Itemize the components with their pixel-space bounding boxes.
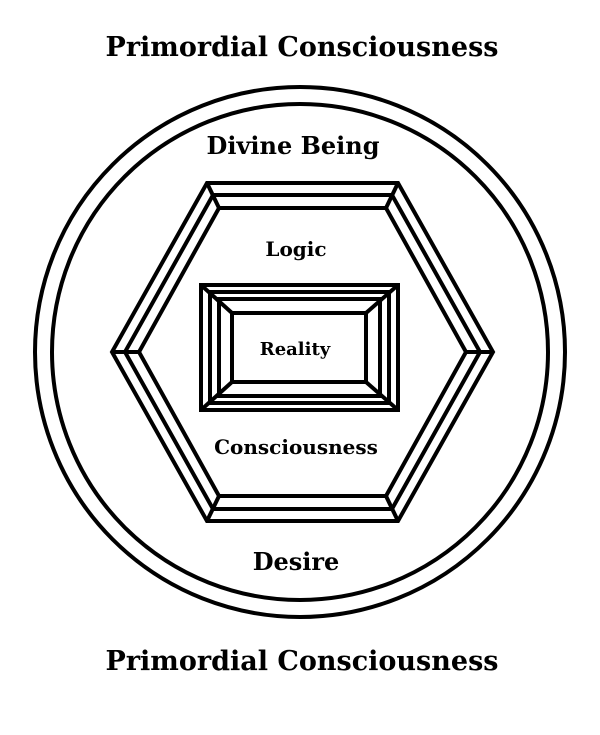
hexagon-label-top: Logic bbox=[265, 237, 326, 261]
circle-label-bottom: Desire bbox=[253, 547, 340, 576]
circle-label-top: Divine Being bbox=[207, 131, 380, 160]
rectangle-inner bbox=[230, 311, 368, 384]
rectangle-label: Reality bbox=[260, 339, 331, 360]
rectangle-ring-2 bbox=[208, 290, 391, 405]
outer-circle bbox=[33, 85, 567, 619]
title-bottom: Primordial Consciousness bbox=[106, 646, 499, 677]
rectangle-bevel bbox=[199, 380, 234, 412]
hexagon-bevel bbox=[384, 182, 400, 209]
hexagon-frame bbox=[109, 181, 496, 523]
hexagon-bevel bbox=[205, 182, 221, 209]
rectangle-bevel bbox=[364, 283, 400, 315]
inner-circle bbox=[50, 102, 550, 602]
rectangle-frame bbox=[199, 283, 400, 412]
hexagon-label-bottom: Consciousness bbox=[214, 435, 378, 459]
rectangle-bevel bbox=[364, 380, 400, 412]
rectangle-ring-3 bbox=[217, 297, 382, 398]
outer-circle-group bbox=[33, 85, 567, 619]
title-top: Primordial Consciousness bbox=[106, 32, 499, 63]
hexagon-bevel bbox=[384, 495, 400, 522]
rectangle-bevel bbox=[199, 283, 234, 315]
rectangle-outer bbox=[199, 283, 400, 412]
hexagon-bevel bbox=[205, 495, 221, 522]
